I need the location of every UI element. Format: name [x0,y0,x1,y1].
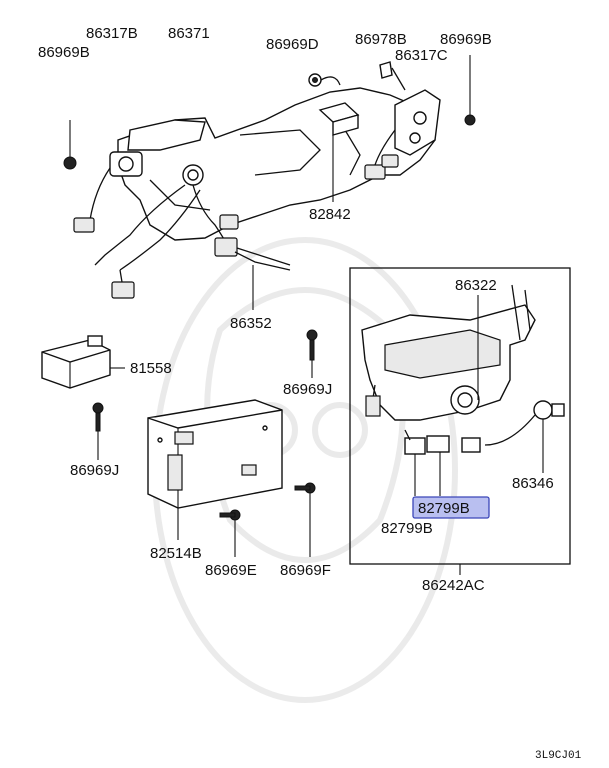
label-86352[interactable]: 86352 [230,315,272,332]
label-86969J-left[interactable]: 86969J [70,462,119,479]
diagram-code: 3L9CJ01 [535,750,582,762]
part-82799B-connector[interactable] [404,429,481,496]
label-86317C[interactable]: 86317C [395,47,448,64]
label-86317B[interactable]: 86317B [86,25,138,42]
label-82799B-highlight[interactable]: 82799B [418,500,470,517]
bolt-86969B-left[interactable] [63,120,77,170]
part-82514B-ecu[interactable] [147,399,283,540]
label-82799B[interactable]: 82799B [381,520,433,537]
label-81558[interactable]: 81558 [130,360,172,377]
part-82842-connector[interactable] [318,102,360,202]
part-86978B-clip[interactable] [379,61,406,91]
assembly-86242AC-box [349,267,571,575]
label-86969D[interactable]: 86969D [266,36,319,53]
part-86969D-sensor[interactable] [308,73,341,87]
part-86317B-sensor[interactable] [73,151,143,233]
label-86242AC[interactable]: 86242AC [422,577,485,594]
label-86969E[interactable]: 86969E [205,562,257,579]
label-86969B-right[interactable]: 86969B [440,31,492,48]
part-81558-relay[interactable] [41,335,125,389]
label-86322[interactable]: 86322 [455,277,497,294]
part-86352-lead[interactable] [234,251,291,310]
label-86969F[interactable]: 86969F [280,562,331,579]
label-82514B[interactable]: 82514B [150,545,202,562]
part-86346-sensor[interactable] [484,400,565,473]
label-86969J-mid[interactable]: 86969J [283,381,332,398]
bolt-86969F[interactable] [294,482,316,557]
bolt-86969B-right[interactable] [464,55,476,126]
bolt-86969E[interactable] [219,509,241,557]
part-86371-harness[interactable] [94,164,291,299]
label-86978B[interactable]: 86978B [355,31,407,48]
part-labels: 86317B 86969B 86371 86969D 86978B 86969B… [38,25,582,762]
highlighted-part-82799B[interactable]: 82799B [412,496,490,519]
bolt-86969J-left[interactable] [92,402,104,460]
part-86322-bracket[interactable] [361,284,536,421]
label-86346[interactable]: 86346 [512,475,554,492]
label-82842[interactable]: 82842 [309,206,351,223]
part-86317C-module[interactable] [364,89,441,180]
label-86371[interactable]: 86371 [168,25,210,42]
label-86969B-left[interactable]: 86969B [38,44,90,61]
bolt-86969J-mid[interactable] [306,329,318,378]
